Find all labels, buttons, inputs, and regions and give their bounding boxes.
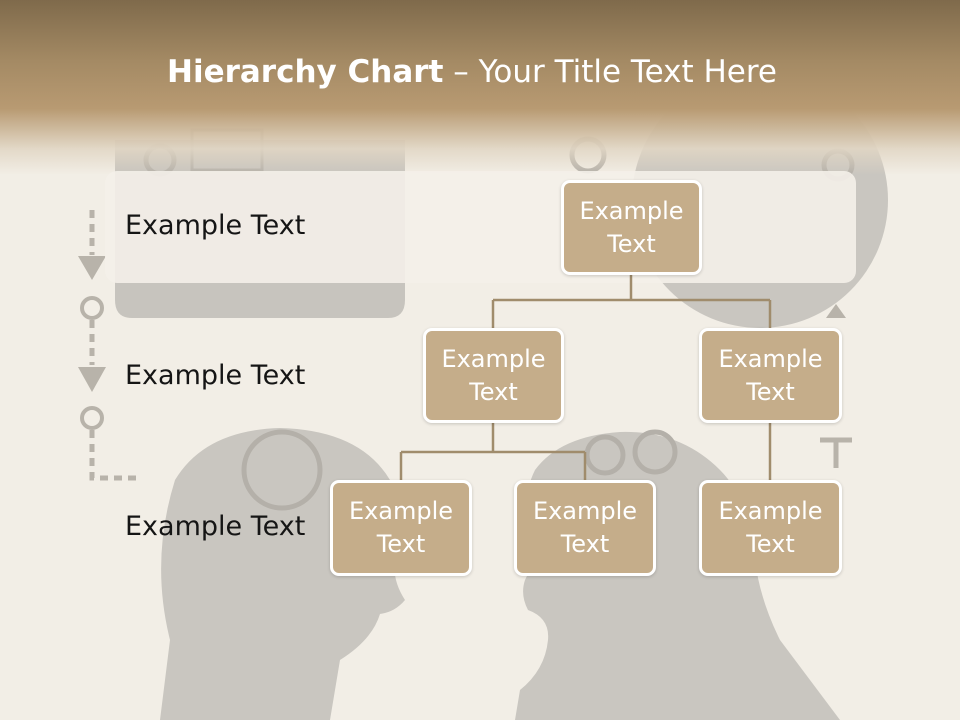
down-arrow-icon [78,256,106,280]
slide-title: Hierarchy Chart – Your Title Text Here [0,54,944,90]
node-level3-1: Example Text [330,480,472,576]
header-band [0,0,960,175]
gear-icon [632,429,678,475]
row-label-2: Example Text [125,360,306,391]
node-level2-right-text: Example Text [718,344,823,406]
node-level3-2-text: Example Text [532,497,638,558]
title-bold: Hierarchy Chart [167,54,444,90]
node-top: Example Text [561,180,702,275]
up-arrow-icon [826,304,846,318]
row-band-1 [105,171,856,283]
ring-icon [80,296,104,320]
down-arrow-icon [78,367,106,392]
node-level3-3: Example Text [699,480,842,576]
node-level3-2: Example Text [514,480,656,576]
title-separator: – [443,54,479,90]
node-level2-left-text: Example Text [441,344,546,406]
title-rest: Your Title Text Here [478,54,777,90]
row-label-1: Example Text [125,210,306,241]
gear-icon [584,434,626,476]
node-level2-right: Example Text [699,328,842,423]
dashed-line [89,430,140,481]
ring-icon [80,406,104,430]
row-label-3: Example Text [125,511,306,542]
node-level2-left: Example Text [423,328,564,423]
node-top-text: Example Text [579,196,684,258]
t-shape [820,437,852,468]
lightbulb-icon [241,429,323,511]
node-level3-3-text: Example Text [718,497,823,558]
node-level3-1-text: Example Text [348,497,454,558]
